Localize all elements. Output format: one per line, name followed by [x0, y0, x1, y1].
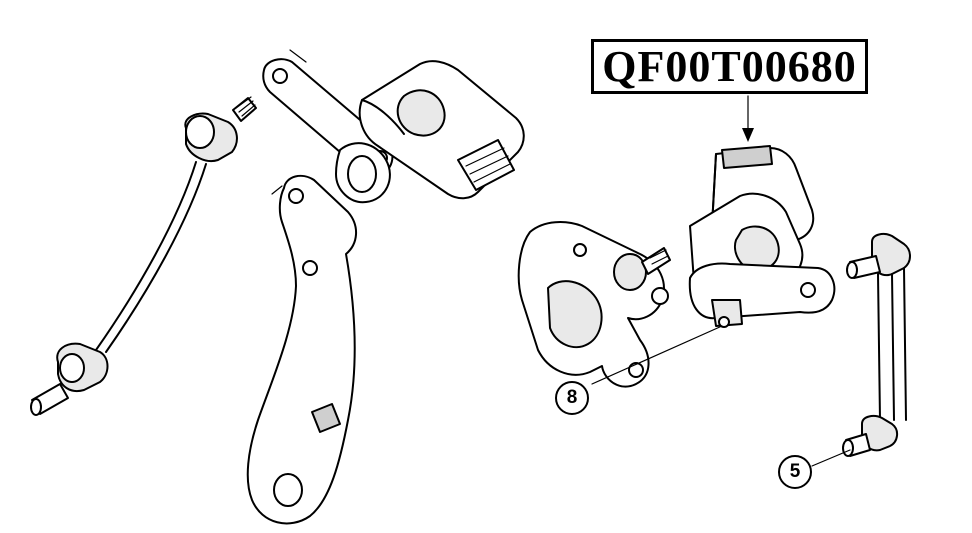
leader-lines: [591, 95, 851, 467]
left-bracket: [246, 174, 357, 525]
right-bracket-plate: [517, 221, 671, 388]
part-number-label: QF00T00680: [591, 39, 868, 94]
right-link-rod: [842, 233, 911, 457]
left-sensor-body: [335, 60, 525, 204]
right-sensor-body: [688, 145, 836, 328]
callout-5: 5: [778, 455, 812, 489]
callout-8: 8: [555, 381, 589, 415]
left-link-rod: [30, 96, 257, 416]
